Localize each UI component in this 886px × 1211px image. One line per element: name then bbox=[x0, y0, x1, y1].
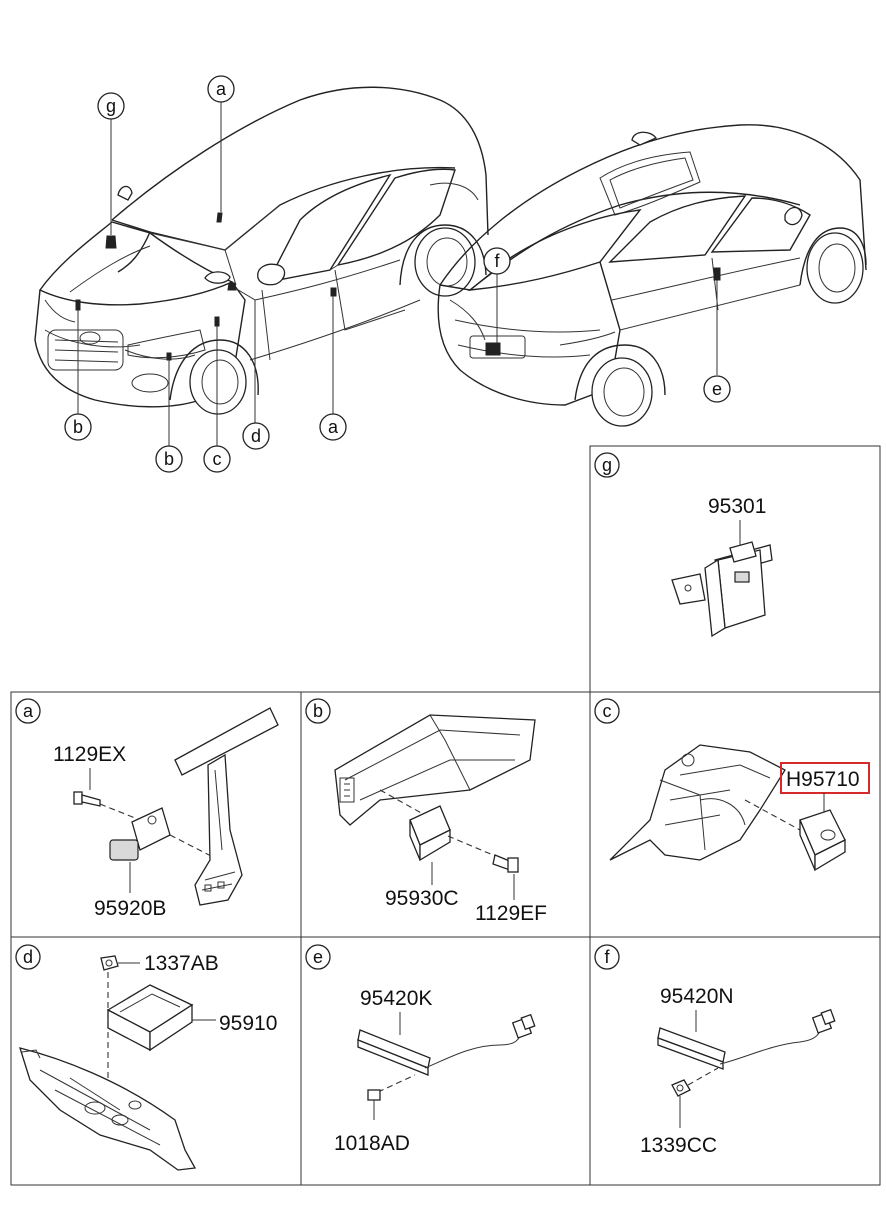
callout-a-top[interactable]: a bbox=[207, 75, 235, 103]
sensor-95930c bbox=[409, 805, 451, 862]
antenna-95420n bbox=[657, 1008, 836, 1070]
nut-1337ab-label[interactable]: 1337AB bbox=[144, 952, 219, 975]
part-95420n-label[interactable]: 95420N bbox=[660, 985, 734, 1008]
callout-b-mid-letter: b bbox=[164, 449, 174, 469]
bolt-1129ex-label[interactable]: 1129EX bbox=[53, 743, 126, 766]
panel-d: d 1337AB 95910 bbox=[15, 944, 277, 1171]
part-h95710-highlight bbox=[780, 762, 870, 794]
b-pillar-bracket bbox=[174, 707, 279, 906]
part-95930c-label[interactable]: 95930C bbox=[385, 887, 459, 910]
screw-1018ad bbox=[367, 1089, 381, 1120]
floor-panel bbox=[19, 1047, 197, 1171]
callout-b-left[interactable]: b bbox=[64, 413, 92, 441]
front-car-illustration bbox=[34, 86, 489, 447]
wheel-housing bbox=[609, 744, 786, 861]
part-95910-label[interactable]: 95910 bbox=[219, 1012, 277, 1035]
panel-d-letter: d bbox=[23, 947, 33, 967]
antenna-95420k bbox=[357, 1013, 536, 1076]
callout-d-letter: d bbox=[251, 426, 261, 446]
callout-a-bottom-letter: a bbox=[328, 417, 339, 437]
bolt-1129ef bbox=[492, 854, 519, 873]
panel-b-letter: b bbox=[313, 701, 323, 721]
part-h95710-label[interactable]: H95710 bbox=[786, 768, 860, 791]
sensor-module-95301 bbox=[671, 541, 773, 638]
airbag-control-unit-95910 bbox=[106, 984, 194, 1052]
panel-c: c H95710 bbox=[594, 698, 870, 872]
rear-car-illustration bbox=[437, 124, 867, 427]
panel-f: f 95420N 1339CC bbox=[594, 944, 836, 1157]
panel-grid bbox=[10, 445, 881, 1186]
panel-e: e 95420K 1018AD bbox=[305, 944, 536, 1155]
callout-e[interactable]: e bbox=[703, 375, 731, 403]
panel-g-letter: g bbox=[602, 455, 612, 475]
panel-e-letter: e bbox=[313, 947, 323, 967]
panel-c-letter: c bbox=[603, 701, 612, 721]
part-95420k-label[interactable]: 95420K bbox=[360, 987, 432, 1010]
callout-a-top-letter: a bbox=[216, 79, 227, 99]
callout-b-left-letter: b bbox=[73, 417, 83, 437]
part-95920b-label[interactable]: 95920B bbox=[94, 897, 166, 920]
nut-1339cc bbox=[671, 1079, 691, 1097]
callout-g[interactable]: g bbox=[97, 92, 125, 120]
callout-a-bottom[interactable]: a bbox=[319, 413, 347, 441]
screw-1018ad-label[interactable]: 1018AD bbox=[334, 1132, 410, 1155]
callout-f-letter: f bbox=[494, 251, 500, 271]
callout-e-letter: e bbox=[712, 379, 722, 399]
bolt-1129ef-label[interactable]: 1129EF bbox=[475, 902, 547, 925]
bolt-1129ex bbox=[73, 791, 101, 807]
callout-b-mid[interactable]: b bbox=[155, 445, 183, 473]
callout-g-letter: g bbox=[106, 96, 116, 116]
panel-b: b 95930C 1129EF bbox=[305, 698, 547, 925]
part-95301-label[interactable]: 95301 bbox=[708, 495, 766, 518]
impact-sensor-h95710 bbox=[799, 809, 846, 872]
panel-g: g 95301 bbox=[594, 452, 773, 638]
callout-c-letter: c bbox=[213, 449, 222, 469]
callout-f[interactable]: f bbox=[483, 247, 511, 275]
sensor-95920b bbox=[109, 807, 171, 861]
nut-1337ab bbox=[100, 955, 119, 971]
panel-f-letter: f bbox=[604, 947, 610, 967]
front-side-member bbox=[334, 714, 536, 826]
panel-a-letter: a bbox=[23, 701, 34, 721]
callout-c[interactable]: c bbox=[203, 445, 231, 473]
panel-a: a 1129EX 95920B bbox=[15, 698, 279, 920]
nut-1339cc-label[interactable]: 1339CC bbox=[640, 1134, 717, 1157]
callout-d[interactable]: d bbox=[242, 422, 270, 450]
